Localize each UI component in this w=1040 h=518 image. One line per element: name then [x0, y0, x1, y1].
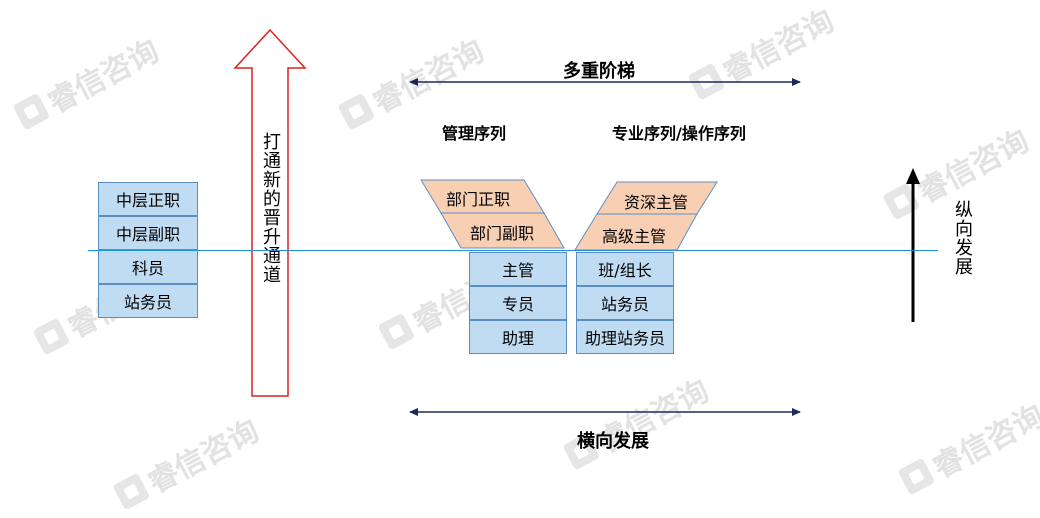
- left-ladder-item: 科员: [98, 250, 198, 284]
- mgmt-upper-label: 部门正职: [446, 190, 511, 209]
- left-ladder-item: 中层正职: [98, 182, 198, 216]
- left-ladder-item: 中层副职: [98, 216, 198, 250]
- mgmt-lower-item: 专员: [469, 286, 567, 320]
- prof-lower-item: 班/组长: [576, 252, 674, 286]
- vertical-arrow-head: [906, 168, 920, 184]
- mgmt-upper-box-2: [440, 212, 565, 249]
- prof-lower-item: 站务员: [576, 286, 674, 320]
- promotion-arrow-text: 打通新的晋升通道: [260, 132, 281, 284]
- diagram-graphics: [233, 28, 920, 416]
- mgmt-lower-item: 助理: [469, 320, 567, 354]
- prof-upper-label: 资深主管: [624, 193, 689, 212]
- bottom-arrow-label: 横向发展: [577, 431, 649, 452]
- prof-lower-item: 助理站务员: [576, 320, 674, 354]
- mgmt-upper-label: 部门副职: [470, 224, 535, 243]
- promotion-arrow: [233, 28, 307, 397]
- mgmt-lower-item: 主管: [469, 252, 567, 286]
- management-title: 管理序列: [442, 124, 507, 143]
- left-ladder-item: 站务员: [98, 284, 198, 318]
- prof-upper-label: 高级主管: [602, 227, 667, 246]
- top-arrow-label: 多重阶梯: [563, 61, 635, 82]
- professional-title: 专业序列/操作序列: [612, 124, 746, 143]
- vertical-arrow-label: 纵向发展: [952, 200, 973, 276]
- baseline-line: [88, 250, 938, 251]
